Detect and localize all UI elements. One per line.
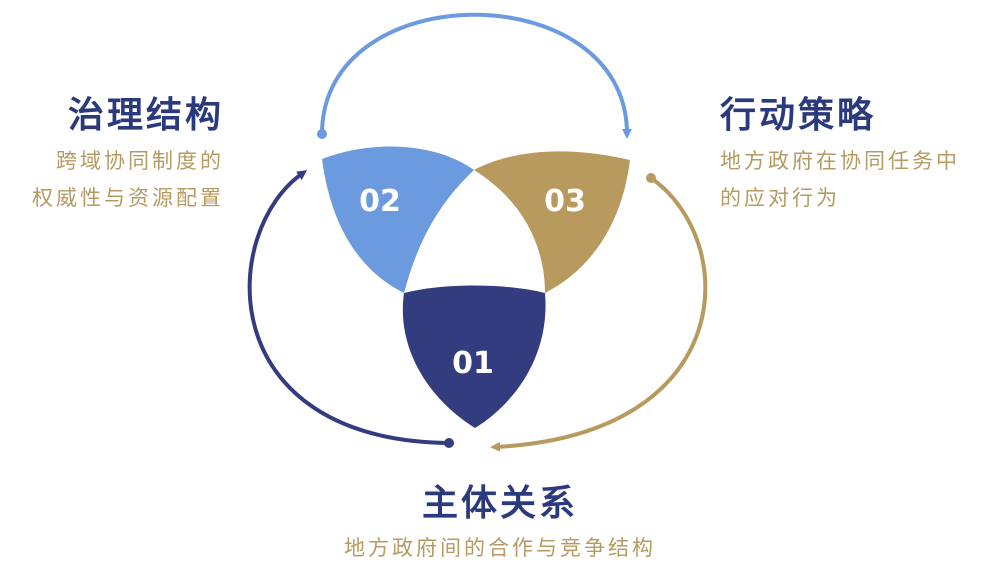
segment-03-number: 03	[544, 184, 586, 219]
desc-action-strategy: 地方政府在协同任务中 的应对行为	[720, 143, 960, 217]
segment-01-petal	[402, 285, 546, 428]
segment-02-petal	[322, 146, 474, 293]
desc-action-strategy-line-1: 地方政府在协同任务中	[720, 149, 960, 173]
arrow-02-to-03	[320, 12, 632, 139]
title-governance-structure: 治理结构	[67, 95, 224, 136]
segment-03-petal	[474, 151, 630, 293]
desc-subject-relations-line-1: 地方政府间的合作与竞争结构	[344, 536, 656, 560]
arrow-01-to-02-start-dot	[444, 438, 454, 448]
desc-subject-relations: 地方政府间的合作与竞争结构	[0, 530, 1000, 567]
desc-governance-structure: 跨域协同制度的 权威性与资源配置	[32, 143, 224, 217]
title-subject-relations: 主体关系	[421, 483, 578, 524]
arrow-03-to-01-start-dot	[646, 173, 656, 183]
desc-governance-structure-line-1: 跨域协同制度的	[56, 149, 224, 173]
arrow-01-to-02	[247, 170, 450, 445]
desc-governance-structure-line-2: 权威性与资源配置	[32, 186, 224, 210]
desc-action-strategy-line-2: 的应对行为	[720, 186, 840, 210]
title-action-strategy: 行动策略	[720, 95, 877, 136]
arrow-02-to-03-start-dot	[317, 129, 327, 139]
segment-02-number: 02	[359, 184, 401, 219]
segment-01-number: 01	[452, 346, 494, 381]
arrow-03-to-01	[490, 176, 708, 452]
